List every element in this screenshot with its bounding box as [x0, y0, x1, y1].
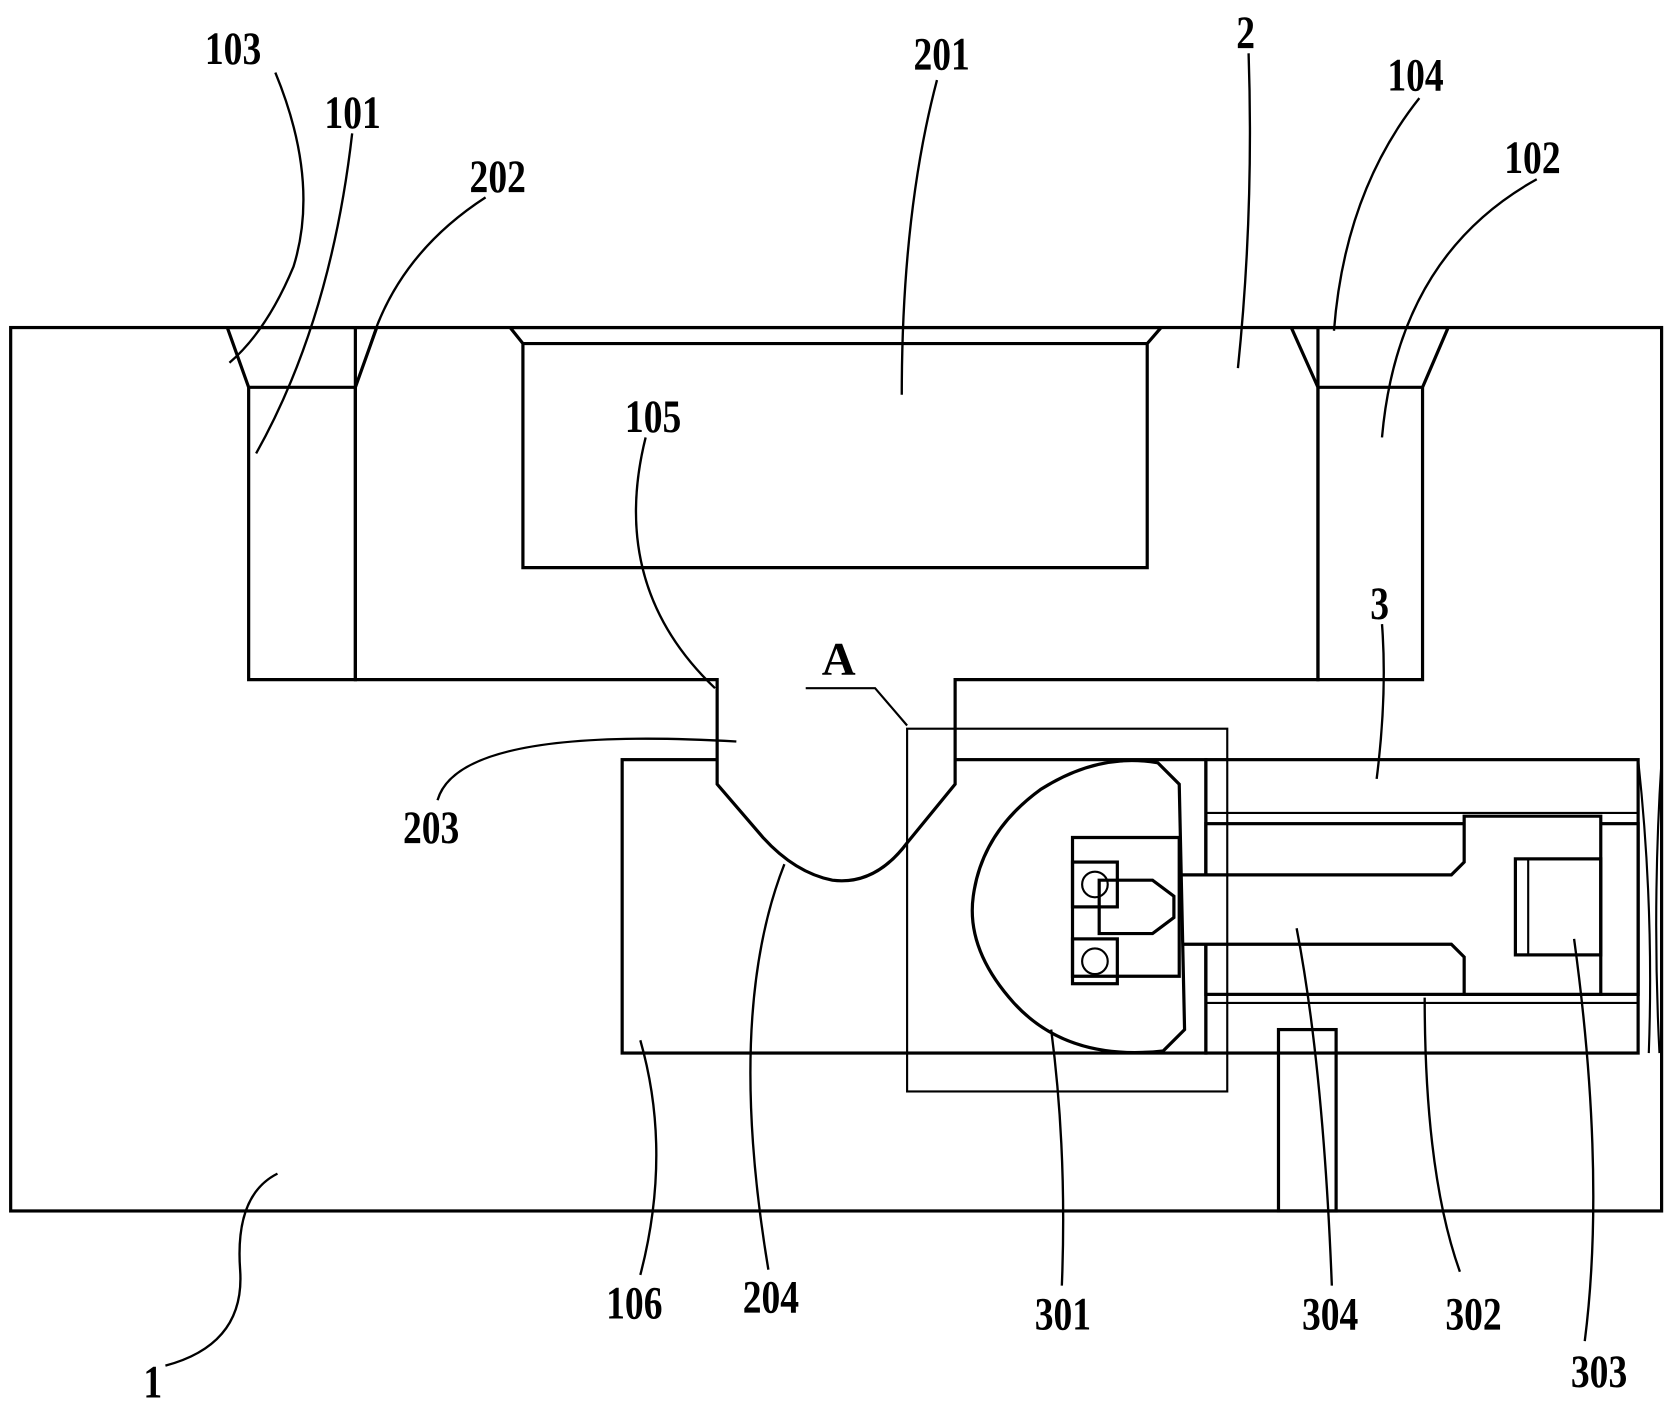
label-1: 1: [143, 1357, 162, 1403]
label-101: 101: [324, 87, 380, 139]
label-104: 104: [1387, 50, 1443, 102]
label-105: 105: [625, 391, 681, 443]
label-2: 2: [1236, 7, 1255, 59]
label-202: 202: [470, 151, 526, 203]
label-304: 304: [1302, 1289, 1358, 1341]
label-204: 204: [743, 1271, 799, 1323]
label-102: 102: [1504, 132, 1560, 184]
label-303: 303: [1571, 1346, 1627, 1398]
label-201: 201: [914, 28, 970, 80]
label-3: 3: [1370, 578, 1389, 630]
label-103: 103: [205, 23, 261, 75]
label-302: 302: [1445, 1289, 1501, 1341]
label-203: 203: [403, 802, 459, 854]
label-106: 106: [606, 1278, 662, 1330]
label-301: 301: [1035, 1289, 1091, 1341]
label-a: A: [822, 633, 856, 685]
